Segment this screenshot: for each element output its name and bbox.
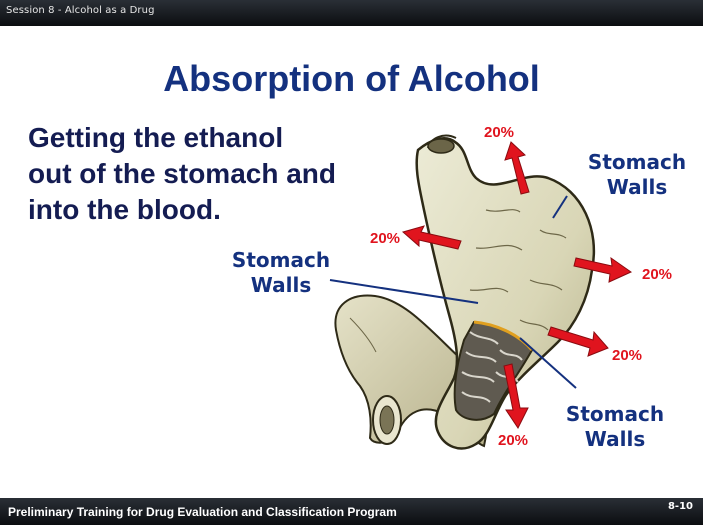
percent-label-bottom: 20%	[498, 432, 528, 449]
footer-program-text: Preliminary Training for Drug Evaluation…	[8, 505, 397, 519]
label-line: Walls	[226, 273, 336, 298]
label-line: Stomach	[226, 248, 336, 273]
bottom-bar: Preliminary Training for Drug Evaluation…	[0, 498, 703, 525]
label-line: Stomach	[560, 402, 670, 427]
percent-label-right-upper: 20%	[642, 266, 672, 283]
percent-label-top: 20%	[484, 124, 514, 141]
stomach-walls-label-top-right: Stomach Walls	[582, 150, 692, 200]
percent-label-left: 20%	[370, 230, 400, 247]
percent-label-right-lower: 20%	[612, 347, 642, 364]
stomach-walls-label-bottom: Stomach Walls	[560, 402, 670, 452]
label-line: Walls	[582, 175, 692, 200]
label-line: Walls	[560, 427, 670, 452]
page-number: 8-10	[668, 501, 693, 512]
label-line: Stomach	[582, 150, 692, 175]
stomach-walls-label-left: Stomach Walls	[226, 248, 336, 298]
